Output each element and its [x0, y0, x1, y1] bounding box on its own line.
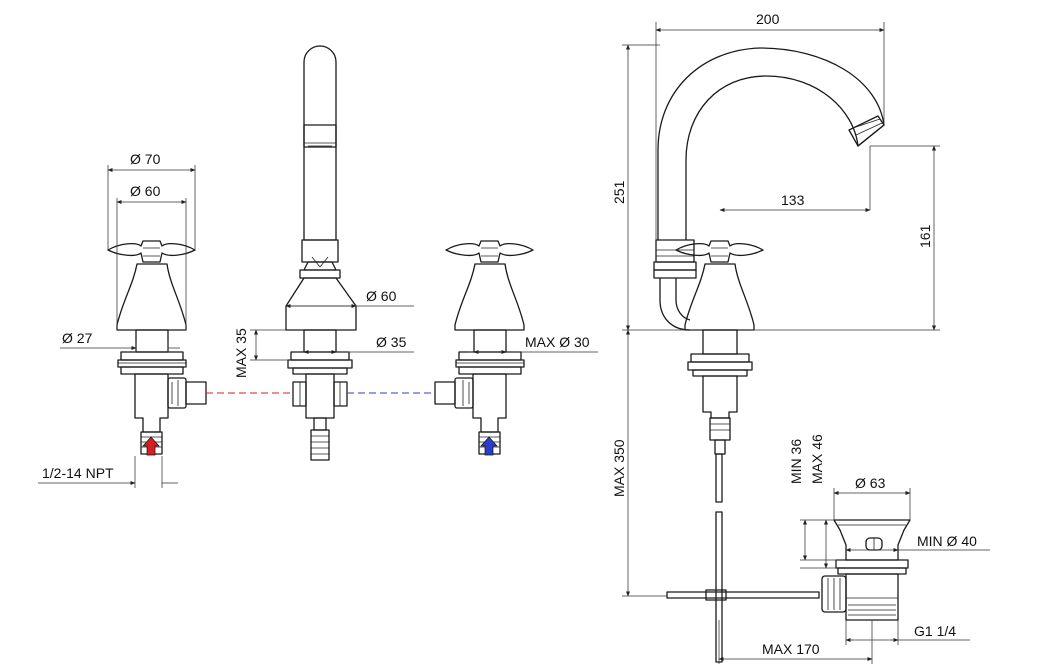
dim-spout-shank: Ø 35 [376, 334, 407, 350]
dim-spout-reach: 200 [756, 11, 780, 27]
dim-max-supply: MAX 350 [611, 439, 627, 497]
dim-valve-body: Ø 60 [130, 183, 161, 199]
hot-inlet-arrow-icon [142, 436, 160, 456]
dim-max-hole: MAX Ø 30 [525, 334, 590, 350]
left-dimensions [38, 165, 196, 488]
side-view-spout [622, 47, 940, 663]
right-dimensions [622, 22, 990, 664]
hot-valve [107, 240, 207, 456]
dim-spout-base: Ø 60 [366, 288, 397, 304]
dim-drain-thread: G1 1/4 [914, 623, 956, 639]
dim-valve-flange: Ø 70 [130, 151, 161, 167]
pop-up-drain [821, 519, 911, 621]
dim-drain-max: MAX 46 [809, 434, 825, 484]
dim-drain-flange: Ø 63 [855, 475, 886, 491]
dim-outlet-height: 161 [917, 224, 933, 248]
dim-inlet-thread: 1/2-14 NPT [42, 465, 114, 481]
centre-spout [285, 45, 357, 461]
dim-drain-min: MIN 36 [788, 439, 804, 484]
dim-drain-min-hole: MIN Ø 40 [917, 533, 977, 549]
dim-spout-height: 251 [611, 180, 627, 204]
dim-max-deck: MAX 35 [233, 328, 249, 378]
cold-valve [434, 240, 534, 456]
dim-max-popup-reach: MAX 170 [762, 641, 820, 657]
dim-valve-stem: Ø 27 [62, 330, 93, 346]
cold-inlet-arrow-icon [480, 436, 498, 456]
centre-dimensions [250, 303, 598, 361]
dim-outlet-offset: 133 [781, 192, 805, 208]
dimension-labels: Ø 70 Ø 60 Ø 27 1/2-14 NPT Ø 60 Ø 35 MAX … [42, 11, 977, 657]
